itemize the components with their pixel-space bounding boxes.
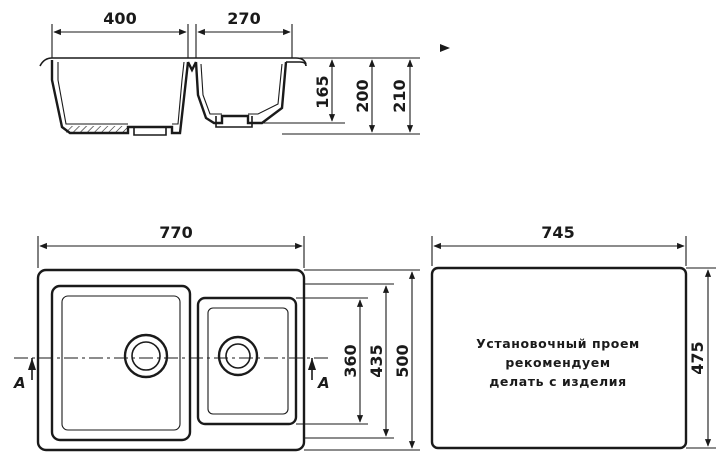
pointer-icon xyxy=(440,44,450,52)
small-bowl-drain-inner xyxy=(225,343,251,369)
small-bowl-inner xyxy=(207,307,289,415)
section-rim xyxy=(39,57,307,67)
small-bowl-drain-outer xyxy=(217,335,259,377)
plan-view: А А 770 360 435 500 xyxy=(13,223,420,452)
cutout-note-line-2: рекомендуем xyxy=(505,355,610,370)
dim-165: 165 xyxy=(313,75,332,108)
large-bowl-drain-inner xyxy=(131,341,161,371)
section-marker-left: А xyxy=(13,374,26,392)
large-bowl-inner-profile xyxy=(57,61,185,125)
dim-475: 475 xyxy=(688,341,707,374)
dim-400: 400 xyxy=(103,9,136,28)
dim-200: 200 xyxy=(353,79,372,112)
dim-270: 270 xyxy=(227,9,260,28)
dim-435: 435 xyxy=(367,344,386,377)
cutout-note-line-1: Установочный проем xyxy=(476,336,640,351)
large-bowl-profile xyxy=(50,60,190,135)
dim-770: 770 xyxy=(159,223,192,242)
cutout-note-line-3: делать с изделия xyxy=(489,374,627,389)
sink-outline xyxy=(36,268,306,452)
large-bowl-bottom-hatch xyxy=(66,126,128,133)
dim-745: 745 xyxy=(541,223,574,242)
right-flange xyxy=(286,61,307,67)
small-bowl xyxy=(196,296,298,426)
small-bowl-drain xyxy=(215,116,253,128)
large-bowl-inner xyxy=(61,295,181,431)
dim-360: 360 xyxy=(341,344,360,377)
large-bowl-drain-outer xyxy=(123,333,169,379)
dim-500: 500 xyxy=(393,344,412,377)
small-bowl-profile xyxy=(194,61,288,125)
large-bowl xyxy=(50,284,192,442)
small-bowl-inner-profile xyxy=(200,63,283,115)
large-bowl-drain xyxy=(128,126,172,136)
cutout-outline xyxy=(430,266,688,450)
section-marker-right: А xyxy=(317,374,330,392)
dim-210: 210 xyxy=(390,79,409,112)
section-view: 400 270 165 200 210 xyxy=(39,9,450,136)
cutout-view: 745 475 Установочный проем рекомендуем д… xyxy=(430,223,716,450)
bowl-divider xyxy=(186,61,198,73)
